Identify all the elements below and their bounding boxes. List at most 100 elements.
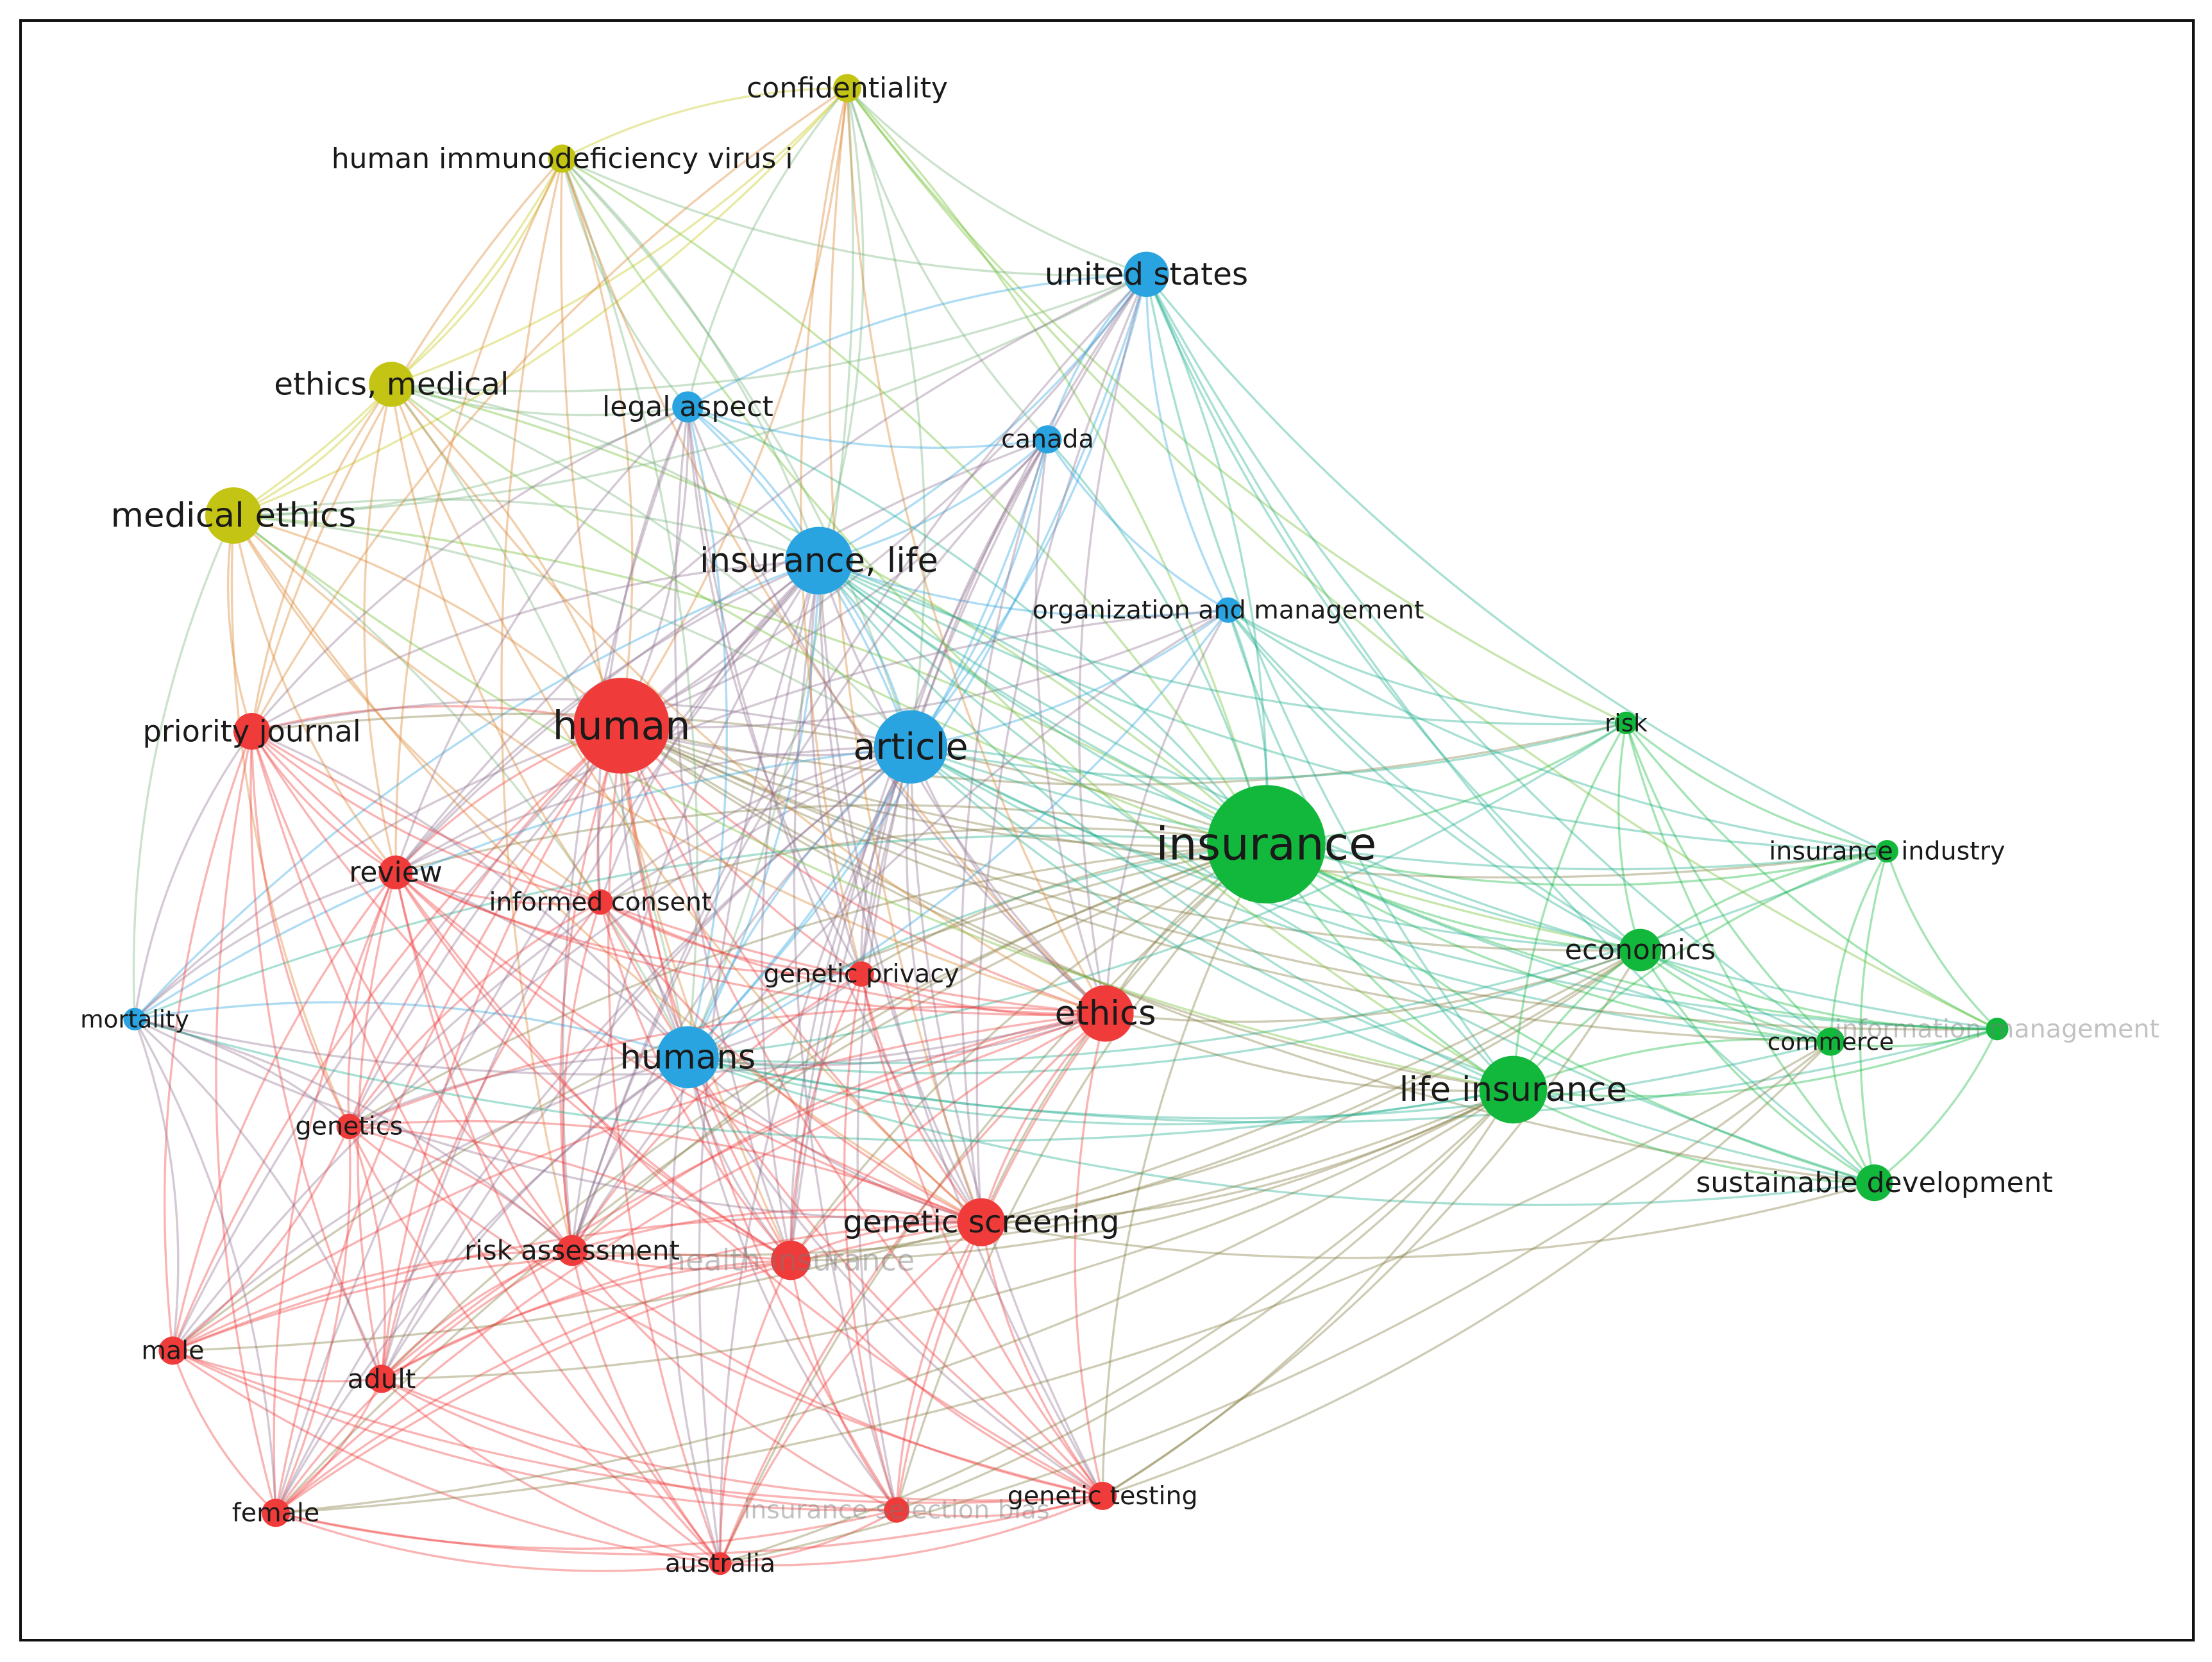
edge-human-insurance <box>621 725 1267 848</box>
node-economics[interactable] <box>1619 928 1662 971</box>
edge-humans-australia <box>670 1057 722 1565</box>
edge-review-genetic_testing <box>394 871 1103 1497</box>
node-sustainable-development[interactable] <box>1856 1164 1893 1202</box>
edge-layer <box>132 87 1998 1572</box>
edge-ethics-female <box>274 1012 1106 1514</box>
edge-life_insurance-information_management <box>1513 1028 1998 1098</box>
node-united-states[interactable] <box>1124 251 1169 297</box>
edge-health_insurance-female <box>274 1259 791 1514</box>
edge-risk_assessment-mortality <box>134 1018 573 1252</box>
edge-priority_journal-genetics <box>250 731 350 1127</box>
node-human[interactable] <box>573 678 670 774</box>
node-label-hiv: human immunodeficiency virus i <box>332 142 793 175</box>
node-genetic-testing[interactable] <box>1088 1482 1117 1510</box>
edge-human-commerce <box>621 725 1831 1043</box>
node-label-ethics-medical: ethics, medical <box>274 366 509 402</box>
node-humans[interactable] <box>657 1026 719 1089</box>
edge-article-hiv <box>561 158 912 748</box>
edge-insurance-genetics <box>348 843 1267 1128</box>
node-australia[interactable] <box>709 1552 732 1575</box>
edge-ethics-genetics <box>348 1005 1106 1128</box>
node-risk-assessment[interactable] <box>556 1235 588 1266</box>
node-label-insurance: insurance <box>1156 818 1376 871</box>
node-risk[interactable] <box>1614 711 1637 734</box>
edge-insurance-insurance_life <box>818 559 1267 845</box>
edge-ethics_medical-hiv <box>391 158 564 385</box>
edge-insurance_industry-information_management <box>1886 851 1998 1030</box>
edge-risk-commerce <box>1625 722 1832 1043</box>
edge-review-genetic_privacy <box>395 871 862 976</box>
edge-risk_assessment-female <box>274 1249 573 1514</box>
node-female[interactable] <box>262 1498 290 1527</box>
node-confidentiality[interactable] <box>833 74 861 103</box>
edge-humans-economics <box>688 949 1641 1075</box>
edge-humans-risk <box>688 721 1627 1059</box>
edge-legal_aspect-review <box>394 406 689 873</box>
edge-male-adult <box>172 1349 382 1382</box>
edge-human-genetic_testing <box>620 725 1104 1497</box>
edge-human-ethics <box>620 725 1106 1015</box>
edge-genetic_screening-genetic_testing <box>980 1221 1104 1497</box>
edge-insurance_life-health_insurance <box>761 560 820 1261</box>
edge-risk_assessment-adult <box>380 1249 573 1380</box>
node-label-informed-consent: informed consent <box>489 887 711 917</box>
node-insurance[interactable] <box>1207 785 1326 903</box>
edge-genetic_testing-commerce <box>1102 1041 1832 1497</box>
node-insurance-life[interactable] <box>785 526 853 595</box>
edge-org_mgmt-insurance_industry <box>1228 609 1887 853</box>
node-article[interactable] <box>874 710 948 784</box>
edge-insurance_life-life_insurance <box>818 560 1514 1091</box>
node-genetics[interactable] <box>336 1113 362 1139</box>
edge-mortality-life_insurance <box>134 1018 1514 1142</box>
edge-insurance-female <box>274 843 1267 1514</box>
node-male[interactable] <box>158 1336 187 1365</box>
edge-priority_journal-mortality <box>133 730 253 1020</box>
node-ethics[interactable] <box>1077 985 1134 1042</box>
edge-article-commerce <box>910 746 1831 1043</box>
node-insurance-industry[interactable] <box>1875 840 1898 863</box>
edge-genetic_screening-australia <box>719 1221 983 1565</box>
edge-insurance-information_management <box>1265 843 1998 1030</box>
node-informed-consent[interactable] <box>587 889 613 915</box>
edge-confidentiality-ethics <box>846 88 1107 1014</box>
edge-female-adult <box>274 1378 383 1514</box>
edge-humans-male <box>172 1056 688 1352</box>
node-commerce[interactable] <box>1816 1027 1845 1056</box>
node-insurance-selection-bias[interactable] <box>884 1497 909 1523</box>
node-genetic-privacy[interactable] <box>848 961 874 987</box>
edge-ethics-australia <box>719 1012 1106 1565</box>
edge-risk_assessment-insurance_selection_bias <box>571 1250 897 1511</box>
node-priority-journal[interactable] <box>233 713 271 750</box>
node-review[interactable] <box>378 855 413 889</box>
node-canada[interactable] <box>1033 425 1062 454</box>
edge-insurance_life-mortality <box>133 559 820 1020</box>
node-health-insurance[interactable] <box>771 1240 811 1280</box>
node-label-adult: adult <box>348 1363 416 1395</box>
node-legal-aspect[interactable] <box>672 391 704 423</box>
edge-priority_journal-male <box>164 730 253 1351</box>
edge-insurance-australia <box>719 843 1267 1565</box>
node-adult[interactable] <box>367 1364 396 1393</box>
edge-informed_consent-health_insurance <box>599 902 792 1261</box>
edge-org_mgmt-commerce <box>1227 609 1832 1043</box>
edge-humans-ethics <box>688 1012 1106 1066</box>
edge-genetic_privacy-risk_assessment <box>571 973 862 1252</box>
node-ethics-medical[interactable] <box>369 362 414 407</box>
node-genetic-screening[interactable] <box>957 1198 1006 1246</box>
node-life-insurance[interactable] <box>1479 1055 1548 1124</box>
edge-informed_consent-genetic_testing <box>599 902 1104 1497</box>
node-org-mgmt[interactable] <box>1215 597 1241 623</box>
edge-genetic_testing-life_insurance <box>1102 1089 1514 1497</box>
node-mortality[interactable] <box>123 1007 146 1030</box>
edge-ethics_medical-priority_journal <box>250 383 393 732</box>
edge-human-genetic_privacy <box>620 725 862 975</box>
edge-human-adult <box>380 725 623 1379</box>
node-information-management[interactable] <box>1986 1018 2009 1041</box>
edge-humans-insurance_selection_bias <box>686 1057 898 1511</box>
node-hiv[interactable] <box>548 144 577 173</box>
edge-human-genetic_screening <box>620 725 983 1223</box>
node-medical-ethics[interactable] <box>205 487 262 544</box>
edge-insurance-medical_ethics <box>233 514 1267 846</box>
edge-genetic_privacy-genetic_testing <box>860 973 1104 1497</box>
